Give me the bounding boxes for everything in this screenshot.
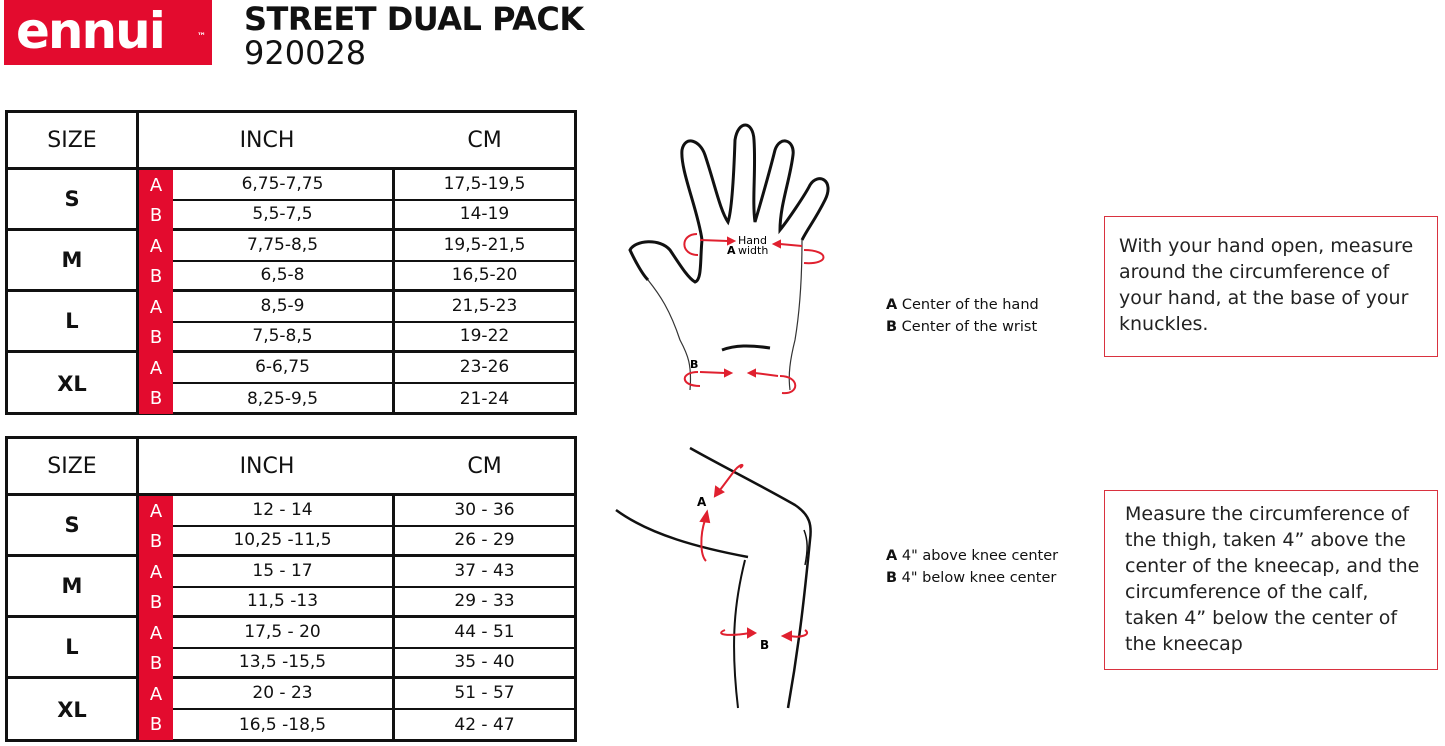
cm-cell: 26 - 29 [395,527,574,557]
legend-letter: B [886,570,898,586]
trademark: ™ [197,32,206,42]
legend-b-text: Center of the wrist [901,319,1038,335]
measure-letter: A [139,557,173,588]
ennui-logo: ennui ™ [4,0,212,65]
measure-letter: A [139,170,173,201]
cm-cell: 14-19 [395,201,574,231]
cm-cell: 35 - 40 [395,649,574,679]
product-title: STREET DUAL PACK [244,0,584,38]
hand-illustration: Hand A width B [628,123,830,395]
cm-cell: 21,5-23 [395,292,574,323]
inch-cell: 6,5-8 [173,261,395,292]
measure-letter: A [139,231,173,262]
size-cell: XL [8,679,139,740]
knee-legend: A 4" above knee center B 4" below knee c… [886,545,1058,589]
cm-cell: 23-26 [395,353,574,384]
hand-label-line2: width [738,244,768,257]
cm-cell: 42 - 47 [454,714,515,735]
legend-a-text: 4" above knee center [901,548,1059,564]
inch-cell: 20 - 23 [173,679,395,710]
measure-letter: A [139,353,173,384]
inch-cell: 8,25-9,5 [173,383,395,414]
measure-letter: B [139,709,173,740]
inch-cell: 17,5 - 20 [173,618,395,649]
legend-letter: B [886,319,898,335]
inch-cell: 11,5 -13 [173,587,395,618]
header-cm: CM [395,439,574,496]
hand-legend: A Center of the hand B Center of the wri… [886,294,1039,338]
legend-letter: A [886,297,898,313]
measure-letter: A [139,292,173,323]
measure-letter: A [139,679,173,710]
inch-cell: 6-6,75 [173,353,395,384]
header-inch: INCH [139,113,395,170]
measure-letter: B [139,587,173,618]
legend-letter: A [886,548,898,564]
inch-cell: 13,5 -15,5 [173,648,395,679]
cm-cell: 21-24 [459,388,510,409]
knee-label-b: B [760,638,769,652]
measure-letter: B [139,200,173,231]
inch-cell: 12 - 14 [173,496,395,527]
size-cell: M [8,557,139,618]
header-inch: INCH [139,439,395,496]
cm-cell: 29 - 33 [395,588,574,618]
header-size: SIZE [8,439,139,496]
size-cell: XL [8,353,139,414]
hand-label-line1: Hand [738,234,767,247]
measure-letter: B [139,648,173,679]
hand-instructions: With your hand open, measure around the … [1104,216,1438,357]
inch-cell: 8,5-9 [173,292,395,323]
inch-cell: 7,5-8,5 [173,322,395,353]
size-cell: S [8,170,139,231]
hand-label-a: A [727,244,736,257]
cm-cell: 19-22 [395,323,574,353]
size-cell: L [8,618,139,679]
hand-label-b: B [690,358,698,371]
cm-cell: 16,5-20 [395,262,574,292]
inch-cell: 15 - 17 [173,557,395,588]
size-cell: S [8,496,139,557]
inch-cell: 10,25 -11,5 [173,526,395,557]
cm-cell: 44 - 51 [395,618,574,649]
measure-letter: B [139,383,173,414]
knee-label-a: A [697,495,707,509]
logo-text: ennui [16,2,166,60]
measure-letter: A [139,618,173,649]
measure-letter: A [139,496,173,527]
measure-letter: B [139,322,173,353]
cm-cell: 30 - 36 [395,496,574,527]
header-cm: CM [395,113,574,170]
cm-cell: 19,5-21,5 [395,231,574,262]
inch-cell: 16,5 -18,5 [173,709,395,740]
inch-cell: 7,75-8,5 [173,231,395,262]
knee-illustration: A B [615,446,812,709]
legend-b-text: 4" below knee center [901,570,1057,586]
size-cell: M [8,231,139,292]
legend-a-text: Center of the hand [901,297,1039,313]
size-cell: L [8,292,139,353]
product-code: 920028 [244,34,367,72]
measure-letter: B [139,526,173,557]
inch-cell: 6,75-7,75 [173,170,395,201]
cm-cell: 17,5-19,5 [395,170,574,201]
header-size: SIZE [8,113,139,170]
cm-cell: 37 - 43 [395,557,574,588]
knee-instructions: Measure the circumference of the thigh, … [1104,490,1438,670]
cm-cell: 51 - 57 [395,679,574,710]
inch-cell: 5,5-7,5 [173,200,395,231]
measure-letter: B [139,261,173,292]
